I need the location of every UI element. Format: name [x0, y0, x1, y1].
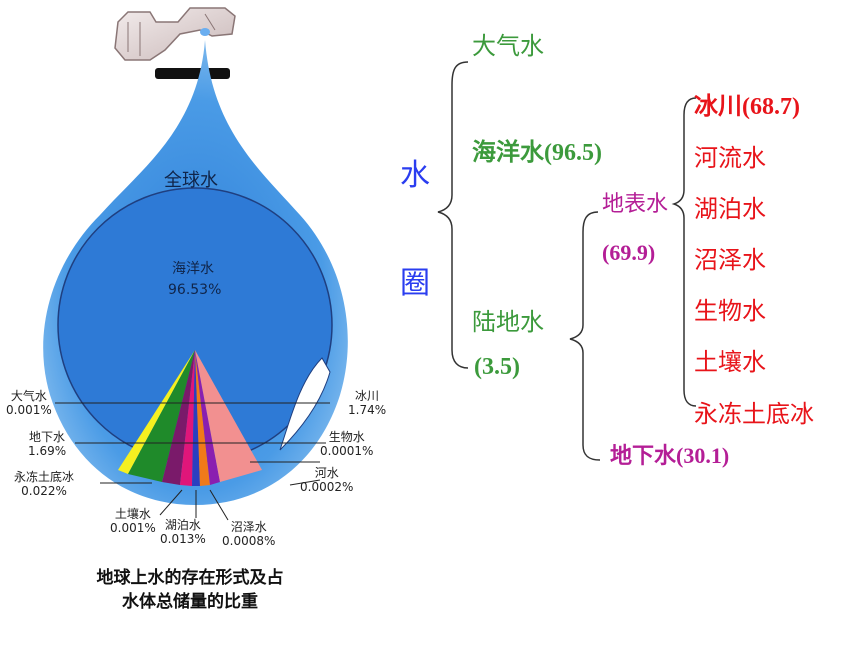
surface-item-lake: 湖泊水 [694, 195, 766, 223]
sector-river [195, 350, 220, 485]
leader-lines [55, 402, 330, 521]
ocean-label: 海洋水 [172, 261, 214, 277]
main-brace [437, 61, 469, 369]
sector-groundwater [128, 350, 195, 482]
surface-item-permafrost: 永冻土底冰 [694, 400, 814, 428]
surface-item-biological: 生物水 [694, 297, 766, 325]
root-char-sphere: 圈 [400, 266, 430, 301]
faucet-icon [114, 7, 236, 61]
node-land-value: (3.5) [474, 354, 520, 380]
root-char-water: 水 [400, 158, 430, 193]
figure-caption: 地球上水的存在形式及占 水体总储量的比重 [96, 568, 284, 612]
sector-swamp [195, 350, 210, 486]
sector-soil [180, 350, 195, 486]
land-brace [569, 211, 601, 461]
node-underground: 地下水(30.1) [610, 443, 730, 468]
node-atmosphere: 大气水 [472, 32, 544, 60]
sector-permafrost [162, 350, 195, 485]
node-surface: 地表水 [602, 192, 669, 217]
global-water-label: 全球水 [164, 170, 218, 191]
surface-item-glacier: 冰川(68.7) [694, 94, 800, 120]
surface-item-swamp: 沼泽水 [694, 246, 766, 274]
surface-item-river: 河流水 [694, 144, 766, 172]
sector-lake [192, 350, 200, 486]
faucet-bar [155, 68, 230, 79]
glacier-crescent [279, 357, 331, 451]
node-land: 陆地水 [472, 308, 544, 336]
node-ocean: 海洋水(96.5) [472, 140, 602, 166]
ocean-value: 96.53% [168, 282, 222, 298]
node-surface-value: (69.9) [602, 240, 656, 265]
sector-glacier [195, 350, 262, 482]
surface-brace [671, 97, 697, 407]
surface-item-soil: 土壤水 [694, 348, 766, 376]
